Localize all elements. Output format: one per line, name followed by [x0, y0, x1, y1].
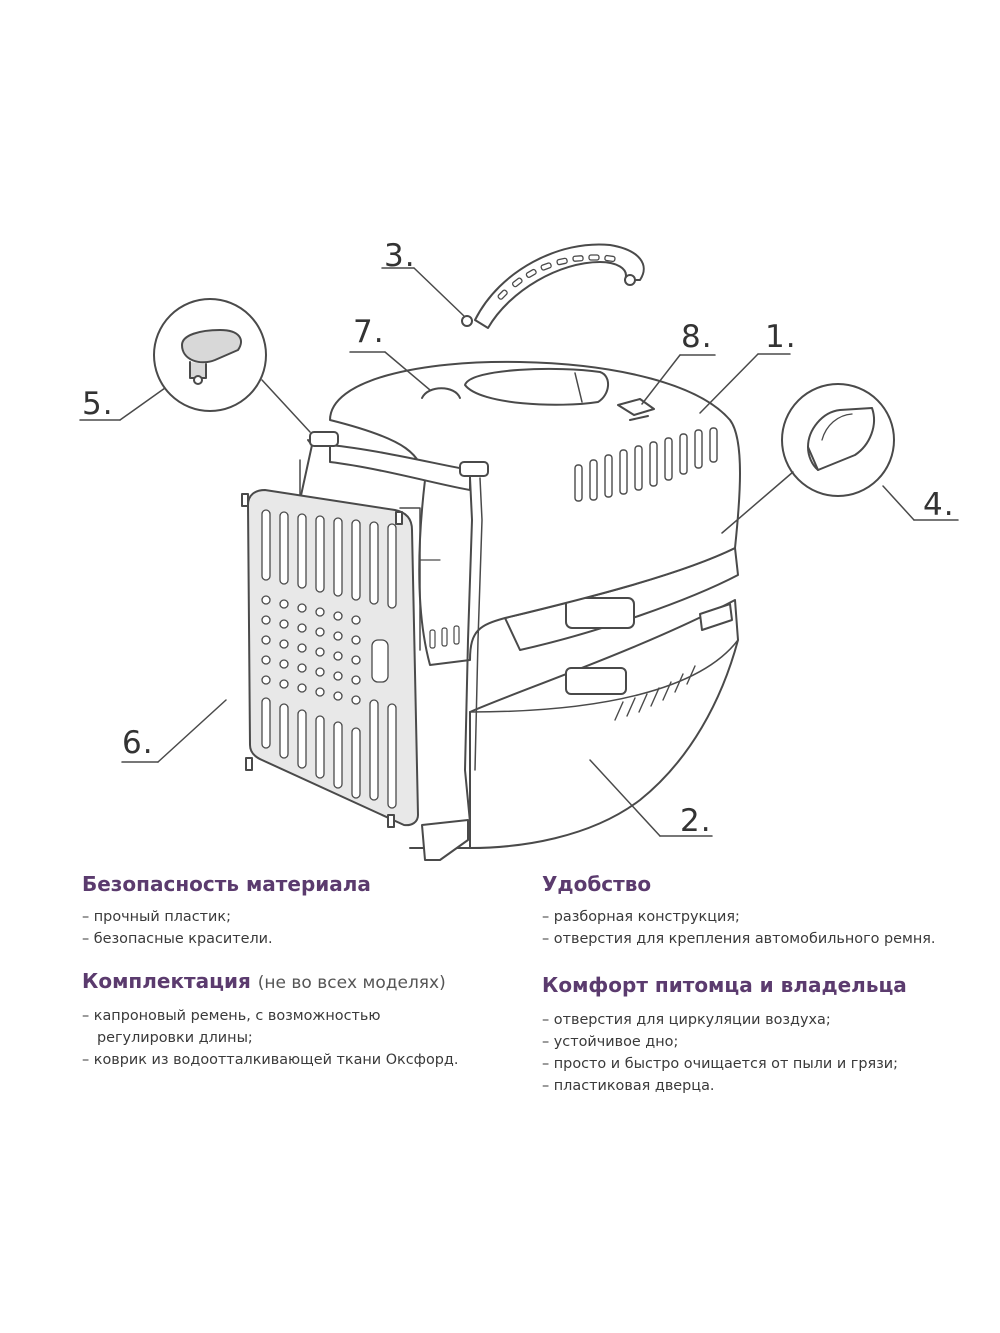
section-convenience-title: Удобство	[542, 872, 652, 896]
list-item: – разборная конструкция;	[542, 909, 740, 925]
list-item: – отверстия для крепления автомобильного…	[542, 931, 936, 947]
handle-part	[461, 243, 645, 329]
section-kit-heading: Комплектация (не во всех моделях)	[82, 969, 458, 993]
callout-7: 7.	[353, 314, 385, 350]
list-item: – пластиковая дверца.	[542, 1078, 715, 1094]
leader-lines	[79, 267, 959, 837]
section-kit: Комплектация (не во всех моделях) – капр…	[82, 969, 458, 1071]
carrier-body	[294, 360, 741, 861]
section-material: Безопасность материала – прочный пластик…	[82, 872, 371, 950]
list-item: регулировки длины;	[97, 1030, 253, 1046]
door-grille	[241, 489, 419, 828]
callout-3: 3.	[384, 238, 416, 274]
section-comfort: Комфорт питомца и владельца – отверстия …	[542, 973, 907, 1097]
carrier-diagram	[79, 243, 959, 861]
section-kit-title: Комплектация	[82, 969, 251, 993]
callout-6: 6.	[122, 725, 154, 761]
section-convenience: Удобство – разборная конструкция; – отве…	[542, 872, 936, 950]
list-item: – капроновый ремень, с возможностью	[82, 1008, 381, 1024]
callout-4: 4.	[923, 487, 955, 523]
list-item: – прочный пластик;	[82, 909, 231, 925]
list-item: – коврик из водоотталкивающей ткани Оксф…	[82, 1052, 459, 1068]
callout-1: 1.	[765, 319, 797, 355]
section-material-title: Безопасность материала	[82, 872, 371, 896]
list-item: – устойчивое дно;	[542, 1034, 679, 1050]
latch-detail-circle	[153, 298, 267, 412]
list-item: – просто и быстро очищается от пыли и гр…	[542, 1056, 898, 1072]
callout-8: 8.	[681, 319, 713, 355]
callout-2: 2.	[680, 803, 712, 839]
clip-detail-circle	[781, 383, 895, 497]
list-item: – безопасные красители.	[82, 931, 273, 947]
section-kit-note: (не во всех моделях)	[257, 973, 446, 993]
callout-5: 5.	[82, 386, 114, 422]
list-item: – отверстия для циркуляции воздуха;	[542, 1012, 831, 1028]
section-comfort-title: Комфорт питомца и владельца	[542, 973, 907, 997]
